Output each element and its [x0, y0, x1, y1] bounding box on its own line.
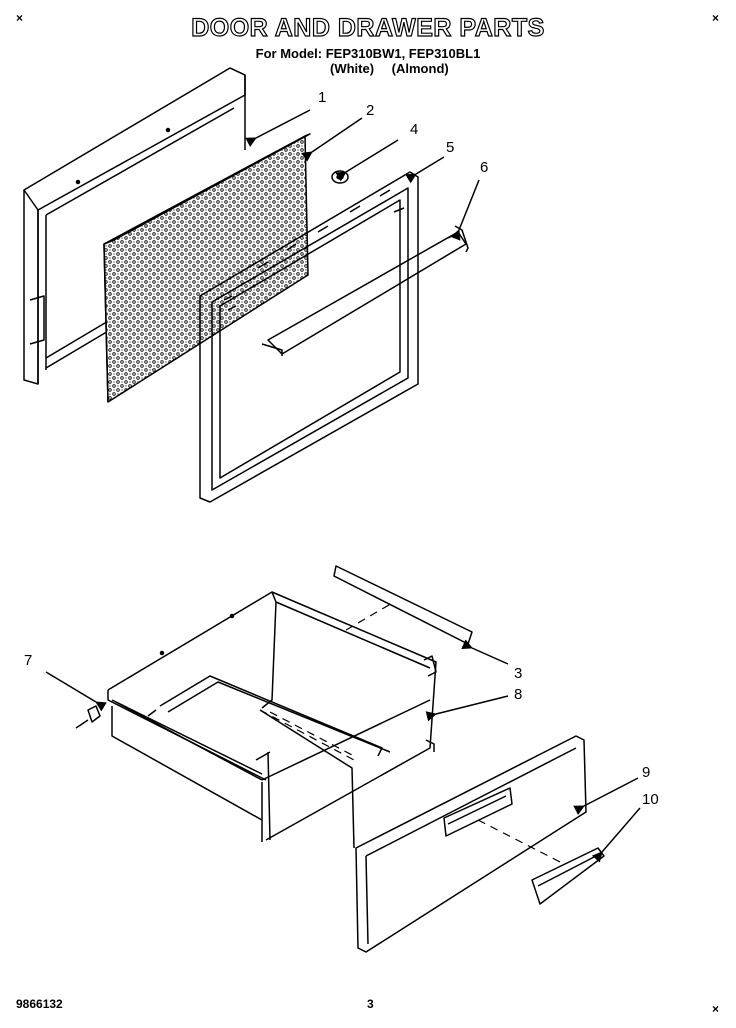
dash-handle — [477, 819, 565, 865]
callout-7: 7 — [24, 652, 32, 669]
spacer-part — [331, 170, 349, 184]
callout-1: 1 — [318, 89, 326, 106]
callout-3: 3 — [514, 665, 522, 682]
callout-6: 6 — [480, 159, 488, 176]
page-number: 3 — [367, 997, 374, 1011]
leader-2 — [301, 117, 363, 162]
callout-4: 4 — [410, 121, 418, 138]
drawer-handle-insert — [531, 847, 605, 905]
outer-door-panel — [23, 67, 246, 385]
corner-mark-top-left: × — [16, 11, 24, 25]
leader-1 — [245, 109, 311, 148]
drawer-rail — [333, 565, 473, 645]
drawer-clip — [75, 705, 101, 729]
front-connector — [259, 709, 355, 849]
color-white: (White) — [330, 61, 375, 76]
callout-5: 5 — [446, 139, 454, 156]
leader-6 — [450, 179, 480, 241]
leader-10 — [591, 807, 641, 863]
drawer-front-panel — [355, 735, 587, 953]
callout-10: 10 — [642, 791, 659, 808]
color-almond: (Almond) — [391, 61, 449, 76]
leader-3 — [461, 639, 509, 665]
dash-front-a — [259, 709, 355, 761]
leader-8 — [425, 695, 509, 722]
inner-door-frame — [199, 171, 419, 503]
callout-8: 8 — [514, 686, 522, 703]
model-line: For Model: FEP310BW1, FEP310BL1 — [255, 46, 481, 61]
door-handle — [261, 225, 469, 356]
leader-9 — [573, 777, 639, 816]
drawer-body — [107, 591, 437, 842]
leader-5 — [405, 156, 445, 184]
dash-rail — [345, 601, 395, 631]
callout-2: 2 — [366, 102, 374, 119]
callout-9: 9 — [642, 764, 650, 781]
page-title: DOOR AND DRAWER PARTS — [191, 13, 545, 42]
corner-mark-top-right: × — [712, 11, 720, 25]
color-line: (White) (Almond) — [330, 61, 463, 76]
corner-mark-bottom-right: × — [712, 1002, 720, 1016]
leader-4 — [335, 139, 399, 182]
dash-body — [269, 711, 355, 757]
insulation-panel — [103, 133, 311, 403]
diagram-code: 9866132 — [16, 997, 63, 1011]
leader-7 — [45, 671, 107, 712]
